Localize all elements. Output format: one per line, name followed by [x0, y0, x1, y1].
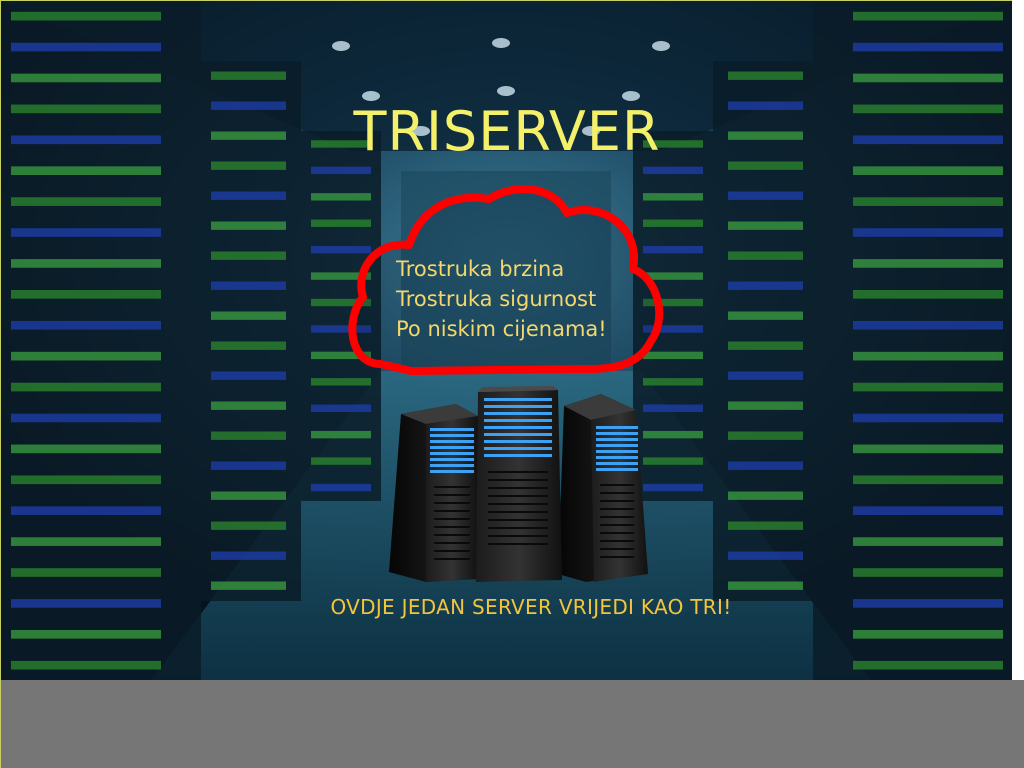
feature-item-speed: Trostruka brzina — [396, 257, 565, 281]
footer-bar — [0, 680, 1024, 768]
server-towers-icon — [389, 386, 648, 582]
feature-item-price: Po niskim cijenama! — [396, 317, 607, 341]
datacenter-background — [1, 1, 1012, 680]
feature-list: Trostruka brzina Trostruka sigurnost Po … — [396, 254, 666, 344]
right-margin — [1012, 0, 1024, 680]
slogan: OVDJE JEDAN SERVER VRIJEDI KAO TRI! — [330, 595, 732, 619]
cloud-icon — [348, 185, 664, 375]
hero-banner: TRISERVER Trostruka brzina Trostruka sig… — [0, 0, 1012, 680]
feature-item-security: Trostruka sigurnost — [396, 287, 597, 311]
brand-title: TRISERVER — [353, 100, 661, 163]
